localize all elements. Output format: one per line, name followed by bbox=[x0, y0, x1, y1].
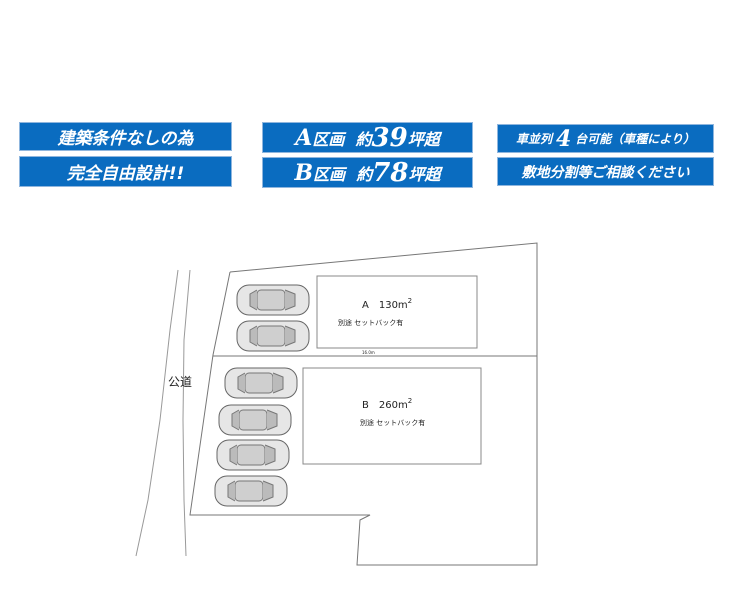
banner-text: 敷地分割等ご相談ください bbox=[521, 164, 690, 181]
banner-no-build-condition: 建築条件なしの為 bbox=[19, 122, 232, 151]
banner-text: 完全自由設計!! bbox=[66, 164, 185, 184]
building-a bbox=[316, 275, 478, 349]
lot-b-title: B 260m2 bbox=[362, 397, 412, 411]
parked-car bbox=[216, 439, 290, 471]
banner-consult: 敷地分割等ご相談ください bbox=[497, 157, 714, 186]
lot-b-note: 別途 セットバック有 bbox=[360, 418, 425, 427]
parked-car bbox=[236, 320, 310, 352]
parking-pre: 車並列 bbox=[515, 132, 552, 146]
road-label: 公道 bbox=[168, 375, 192, 389]
banner-lot-a-size: A 区画 約 39 坪超 bbox=[262, 122, 473, 153]
tsubo-number: 39 bbox=[371, 122, 408, 153]
parking-post: 台可能（車種により） bbox=[575, 132, 696, 146]
banner-text: 建築条件なしの為 bbox=[57, 129, 194, 149]
tsubo-unit: 坪超 bbox=[407, 129, 440, 149]
approx-label: 約 bbox=[356, 164, 373, 184]
lot-letter: A bbox=[295, 124, 313, 151]
lot-label: 区画 bbox=[313, 164, 346, 184]
tsubo-unit: 坪超 bbox=[408, 164, 441, 184]
lot-letter: B bbox=[294, 159, 314, 186]
banner-lot-b-size: B 区画 約 78 坪超 bbox=[262, 157, 473, 188]
building-b bbox=[302, 367, 482, 465]
lot-boundary bbox=[189, 242, 538, 566]
parked-car bbox=[218, 404, 292, 436]
tsubo-number: 78 bbox=[372, 157, 409, 188]
parked-car bbox=[236, 284, 310, 316]
lot-label: 区画 bbox=[312, 129, 345, 149]
lot-a-note: 別途 セットバック有 bbox=[338, 318, 403, 327]
dimension-label: 16.0m bbox=[362, 350, 375, 355]
road-line-left bbox=[135, 269, 179, 557]
banner-free-design: 完全自由設計!! bbox=[19, 156, 232, 187]
road-line-right bbox=[182, 269, 191, 557]
parking-number: 4 bbox=[555, 125, 572, 152]
parked-car bbox=[214, 475, 288, 507]
approx-label: 約 bbox=[355, 129, 372, 149]
parked-car bbox=[224, 367, 298, 399]
lot-a-title: A 130m2 bbox=[362, 297, 412, 311]
banner-parking: 車並列 4 台可能（車種により） bbox=[497, 124, 714, 153]
